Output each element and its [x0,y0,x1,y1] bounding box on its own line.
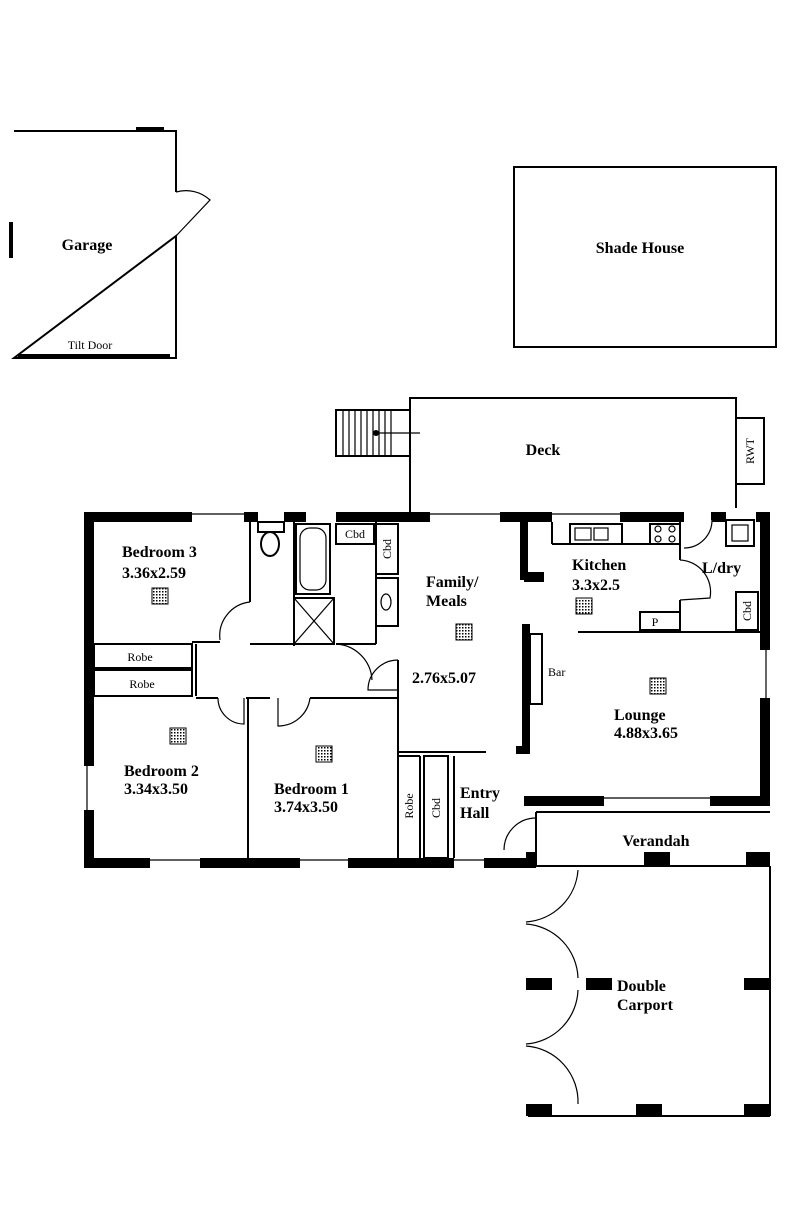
cbd-ldry-label: Cbd [740,601,754,621]
bedroom1-label: Bedroom 1 [274,781,349,798]
light-fitting-icon [455,623,473,641]
tilt-door-label: Tilt Door [68,338,113,352]
robe-b1-label: Robe [402,793,416,818]
robe-upper-label: Robe [127,650,152,664]
light-fitting-icon [151,587,169,605]
bedroom-1: Bedroom 1 3.74x3.50 Robe Cbd [274,745,449,859]
kitchen: P Kitchen 3.3x2.5 [520,522,760,633]
laundry: L/dry Cbd [683,512,759,631]
verandah: Verandah [526,811,770,867]
hall-label: Hall [460,805,490,822]
family-meals: Family/ Meals 2.76x5.07 [398,574,486,753]
lounge-size: 4.88x3.65 [614,725,678,742]
bedroom-2: Bedroom 2 3.34x3.50 [124,698,249,858]
robes-left: Robe Robe [93,643,197,697]
light-fitting-icon [315,745,333,763]
lounge-label: Lounge [614,707,666,724]
verandah-label: Verandah [623,833,690,850]
cbd-bath-side-label: Cbd [380,539,394,559]
bedroom3-size: 3.36x2.59 [122,565,186,582]
family-size: 2.76x5.07 [412,670,476,687]
ldry-label: L/dry [702,560,741,577]
exterior-walls [84,512,770,868]
meals-label: Meals [426,593,467,610]
bedroom-3: Bedroom 3 3.36x2.59 [122,522,251,643]
bedroom1-size: 3.74x3.50 [274,799,338,816]
rwt-label: RWT [743,437,757,464]
double-carport: Double Carport [525,866,771,1117]
light-fitting-icon [649,677,667,695]
kitchen-size: 3.3x2.5 [572,577,620,594]
family-label: Family/ [426,574,479,591]
entry-hall: Entry Hall [453,756,537,858]
robe-lower-label: Robe [129,677,154,691]
kitchen-label: Kitchen [572,557,626,574]
garage: Garage Tilt Door [9,127,211,359]
light-fitting-icon [169,727,187,745]
deck-label: Deck [526,442,561,459]
deck: Deck RWT [335,397,765,512]
bar-label: Bar [548,665,565,679]
lounge: Bar Lounge 4.88x3.65 [516,624,678,754]
carport-label: Carport [617,997,674,1014]
cbd-b1-label: Cbd [429,798,443,818]
garage-label: Garage [62,237,113,254]
bedroom2-label: Bedroom 2 [124,763,199,780]
bedroom2-size: 3.34x3.50 [124,781,188,798]
light-fitting-icon [575,597,593,615]
bathroom: Cbd Cbd [257,521,399,645]
double-label: Double [617,978,666,995]
shade-house: Shade House [513,166,777,348]
shade-house-label: Shade House [596,240,684,257]
cbd-bath-top-label: Cbd [345,527,365,541]
pantry-label: P [652,615,659,629]
entry-label: Entry [460,785,500,802]
bedroom3-label: Bedroom 3 [122,544,197,561]
